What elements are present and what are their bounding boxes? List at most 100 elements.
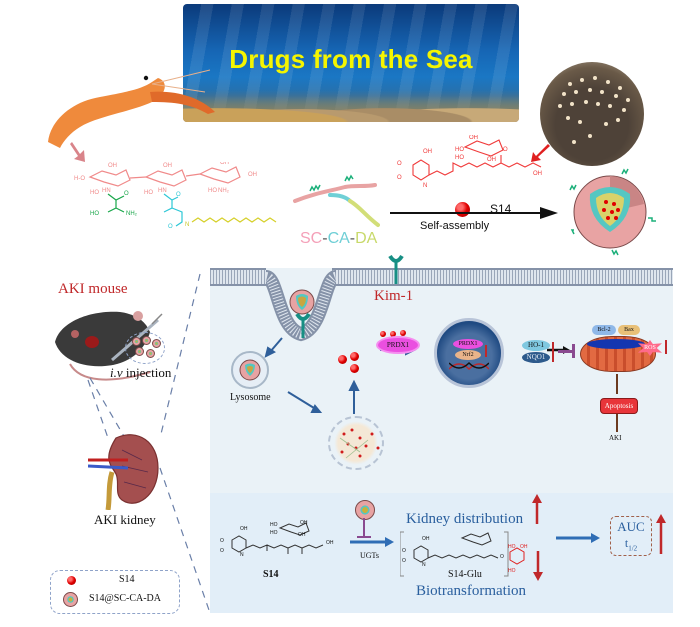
red-arrow-icon (531, 144, 550, 162)
self-assembly-label: Self-assembly (420, 220, 490, 232)
coral-reef (183, 90, 519, 122)
kim-1-receptor-icon (388, 254, 404, 284)
s14-sphere-icon (350, 352, 359, 361)
aki-kidney-label: AKI kidney (94, 512, 156, 527)
svg-text:O: O (220, 548, 224, 554)
ugts-label: UGTs (360, 551, 379, 560)
svg-text:NH₂: NH₂ (218, 188, 230, 194)
svg-text:OH: OH (326, 540, 334, 546)
svg-text:HO: HO (508, 568, 516, 574)
svg-text:OH: OH (422, 536, 430, 542)
aki-mouse-title: AKI mouse (58, 281, 128, 297)
nanoparticle-icon (135, 347, 144, 356)
half-life-label: t1/2 (611, 536, 651, 552)
drugs-from-the-sea-banner: Drugs from the Sea (183, 4, 519, 122)
iv-italic: i.v (110, 365, 123, 380)
prdx1-badge: PRDX1 (378, 338, 418, 352)
up-arrow-icon (485, 345, 487, 357)
dash-label: - (322, 230, 328, 247)
s14-sphere-icon (400, 330, 406, 336)
self-assembly-arrow (390, 207, 558, 219)
nuclear-prdx1-badge: PRDX1 (453, 339, 483, 349)
svg-text:HO: HO (90, 190, 99, 196)
ho-1-badge: HO-1 (522, 340, 550, 351)
s14-sphere-icon (338, 355, 347, 364)
nanoparticle-inhibitor-icon (355, 500, 375, 520)
svg-text:O: O (402, 558, 406, 564)
s14-structure-label: S14 (263, 569, 279, 580)
t-half-subscript: 1/2 (628, 544, 638, 553)
dna-helix-icon (449, 361, 489, 371)
svg-text:OH: OH (298, 532, 306, 538)
svg-text:O: O (176, 192, 181, 198)
kidney-distribution-label: Kidney distribution (406, 511, 524, 527)
s14-sphere-icon (350, 364, 359, 373)
internalized-nanoparticle (289, 289, 315, 315)
zoom-guide-lines (87, 273, 211, 614)
svg-text:O: O (124, 191, 129, 197)
polymer-chain-illustration (293, 174, 380, 227)
s14-sphere-icon (390, 331, 396, 337)
svg-text:HO: HO (144, 190, 153, 196)
pathway-arrows (264, 337, 622, 414)
svg-text:HO: HO (508, 544, 516, 550)
mito-matrix (587, 339, 645, 349)
svg-text:OH: OH (423, 149, 432, 155)
apoptosis-badge: Apoptosis (600, 398, 638, 414)
nanoparticle-icon (132, 337, 141, 346)
svg-text:N: N (240, 552, 244, 558)
svg-text:O: O (402, 548, 406, 554)
nqo1-badge: NQO1 (522, 352, 550, 363)
svg-text:OH: OH (163, 163, 172, 169)
sc-label: SC (300, 230, 323, 247)
decrease-arrow-icon (533, 551, 543, 581)
petri-dish-culture (540, 62, 644, 166)
mitochondrion (580, 336, 656, 372)
svg-text:OH: OH (469, 135, 478, 141)
nanoparticle-icon (146, 349, 155, 358)
svg-text:OH: OH (108, 163, 117, 169)
s14-nanoparticle-illustration (569, 168, 656, 256)
svg-text:HO: HO (455, 155, 464, 161)
down-right-arrow-icon (70, 142, 85, 162)
svg-text:OH: OH (220, 162, 229, 166)
svg-text:OH: OH (520, 544, 528, 550)
s14-glu-label: S14-Glu (448, 569, 482, 580)
svg-text:O: O (397, 175, 402, 181)
svg-text:OH: OH (300, 520, 308, 526)
ca-label: CA (327, 230, 350, 247)
svg-text:N: N (422, 562, 426, 568)
bcl-2-badge: Bcl-2 (592, 325, 616, 335)
legend-s14-label: S14 (119, 574, 135, 585)
svg-text:O: O (500, 554, 504, 560)
svg-text:HO: HO (455, 147, 464, 153)
iv-injection-label: i.v injection (110, 365, 171, 381)
ros-burst: ROS (638, 340, 662, 356)
biotransformation-label: Biotransformation (416, 583, 526, 599)
endocytosis-membrane-invagination (263, 270, 339, 342)
svg-text:N: N (185, 222, 189, 228)
svg-text:OH: OH (248, 172, 257, 178)
kim-1-label: Kim-1 (374, 288, 414, 304)
dash-label: - (349, 230, 356, 247)
svg-text:O: O (220, 538, 224, 544)
svg-text:HO: HO (270, 530, 278, 536)
bacterial-colonies (558, 76, 630, 144)
inhibition-bar (572, 344, 575, 358)
da-label: DA (355, 230, 378, 247)
svg-text:NH₂: NH₂ (126, 211, 138, 217)
shrimp-icon (48, 69, 215, 148)
svg-text:HO: HO (90, 211, 99, 217)
nrf2-badge: Nrf2 (455, 350, 481, 360)
svg-text:HN: HN (102, 188, 111, 194)
svg-text:O: O (168, 224, 173, 230)
svg-text:OH: OH (533, 171, 542, 177)
up-arrow-icon (665, 340, 667, 354)
inhibition-bar (357, 536, 371, 538)
nucleus: PRDX1 Nrf2 (434, 318, 504, 388)
brown-arrow-down (616, 414, 618, 432)
increase-arrow-icon (532, 494, 542, 524)
